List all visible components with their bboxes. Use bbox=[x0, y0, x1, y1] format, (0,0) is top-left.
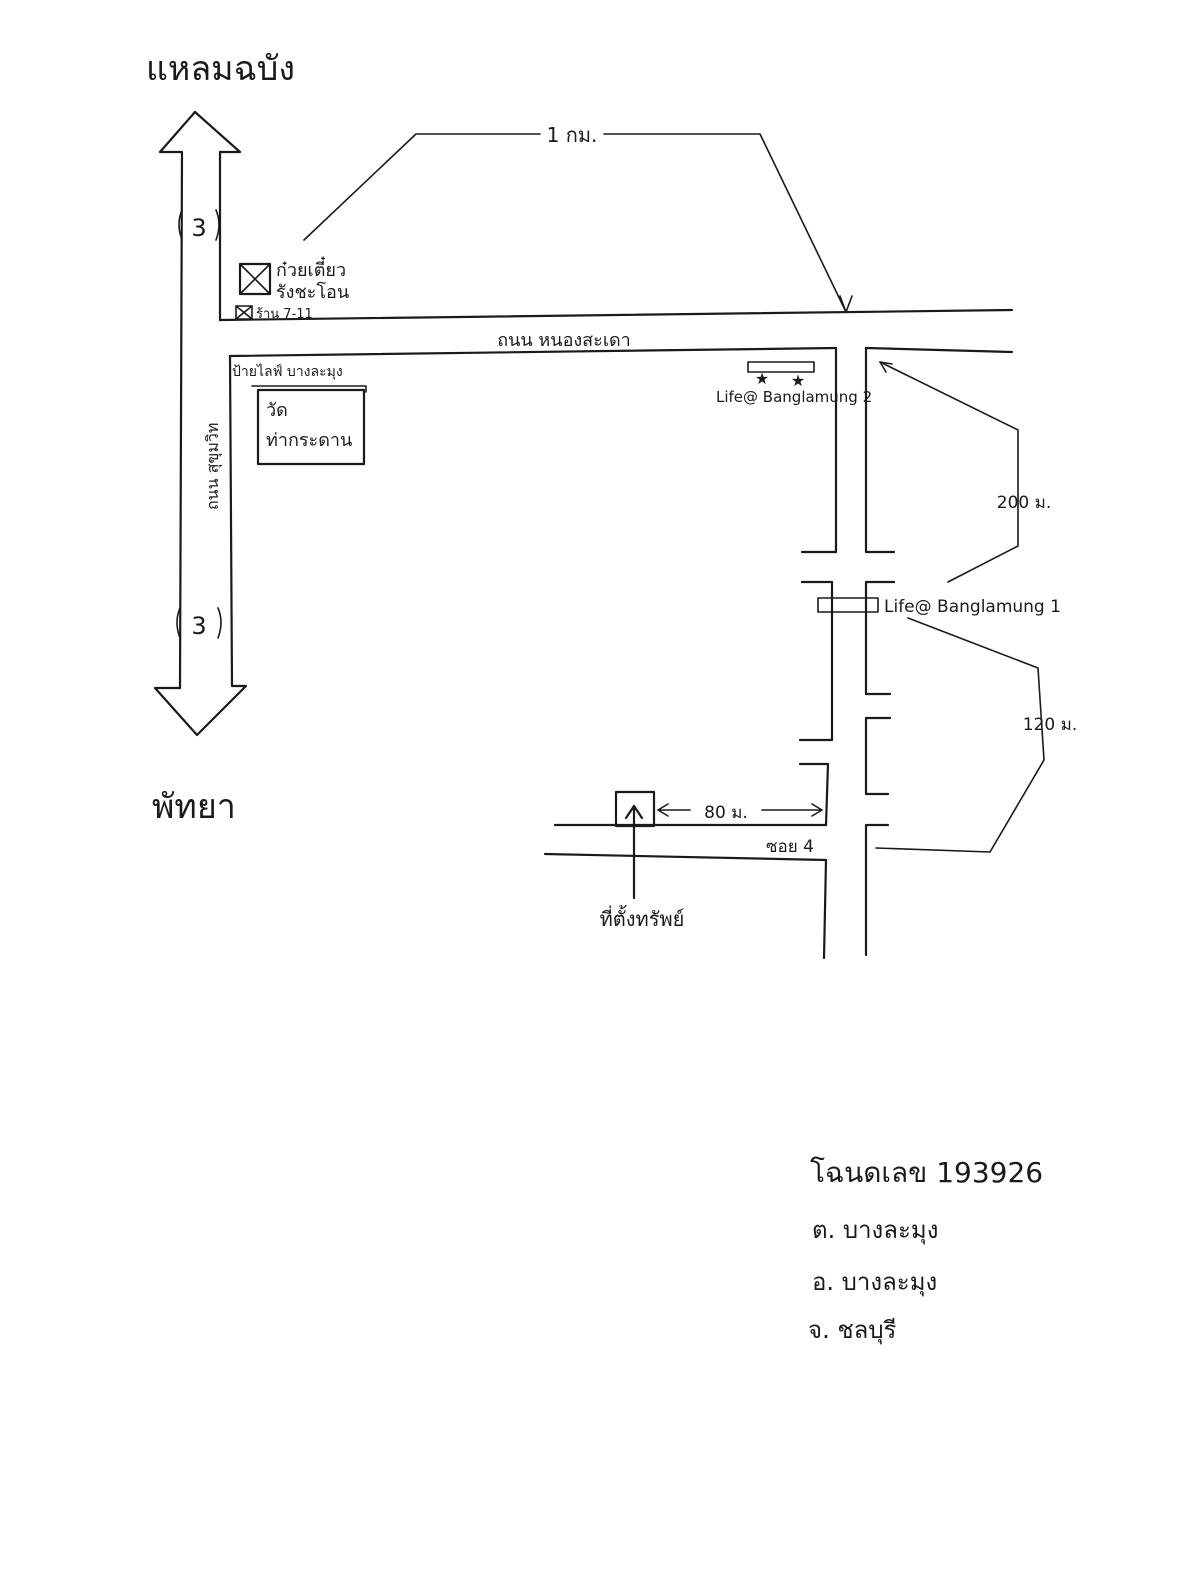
highway-badge-label-north: 3 bbox=[191, 214, 206, 242]
temple-marker bbox=[251, 385, 367, 466]
distance-200m-label: 200 ม. bbox=[997, 493, 1051, 513]
seven-eleven-marker bbox=[235, 305, 253, 320]
deed-changwat: จ. ชลบุรี bbox=[808, 1316, 897, 1345]
noodle-shop-label-line2: รังชะโอน bbox=[276, 281, 349, 303]
distance-leader-1km bbox=[303, 133, 853, 313]
place-north-label: แหลมฉบัง bbox=[146, 49, 295, 89]
soi-4-road bbox=[543, 823, 828, 862]
deed-number: โฉนดเลข 193926 bbox=[810, 1156, 1043, 1189]
deed-amphoe: อ. บางละมุง bbox=[812, 1268, 937, 1297]
distance-1km-label: 1 กม. bbox=[547, 123, 598, 147]
life-1-label: Life@ Banglamung 1 bbox=[884, 597, 1061, 617]
highway-badge-label-south: 3 bbox=[191, 612, 206, 640]
main-road-label: ถนน สุขุมวิท bbox=[203, 423, 223, 510]
distance-leader-200m bbox=[879, 361, 1019, 583]
life-2-marker bbox=[747, 361, 815, 373]
seven-eleven-label: ร้าน 7-11 bbox=[256, 307, 313, 322]
place-south-label: พัทยา bbox=[152, 787, 236, 827]
life-2-star-2: ★ bbox=[791, 371, 805, 390]
sukhumvit-road bbox=[153, 110, 248, 737]
distance-leader-120m bbox=[875, 617, 1045, 853]
property-label: ที่ตั้งทรัพย์ bbox=[600, 905, 685, 931]
deed-tambon: ต. บางละมุง bbox=[812, 1216, 938, 1245]
highway-badge bbox=[176, 209, 222, 639]
noodle-shop-label-line1: ก๋วยเตี๋ยว bbox=[276, 256, 346, 281]
soi-label: ซอย 4 bbox=[766, 837, 814, 857]
nong-sadao-road bbox=[218, 308, 1014, 358]
side-road bbox=[798, 346, 896, 960]
distance-arrow-80m bbox=[657, 803, 823, 817]
temple-label-line2: ท่ากระดาน bbox=[266, 430, 352, 451]
life-1-marker bbox=[817, 597, 879, 613]
temple-label-line1: วัด bbox=[266, 400, 288, 421]
noodle-shop-marker bbox=[238, 262, 272, 296]
property-marker bbox=[614, 790, 656, 900]
distance-80m-label: 80 ม. bbox=[704, 803, 748, 823]
bus-stop-label: ป้ายไลฟ์ บางละมุง bbox=[232, 363, 343, 380]
cross-road-label: ถนน หนองสะเดา bbox=[497, 330, 631, 351]
life-2-star-1: ★ bbox=[755, 369, 769, 388]
life-2-label: Life@ Banglamung 2 bbox=[716, 388, 872, 406]
distance-120m-label: 120 ม. bbox=[1023, 715, 1077, 735]
